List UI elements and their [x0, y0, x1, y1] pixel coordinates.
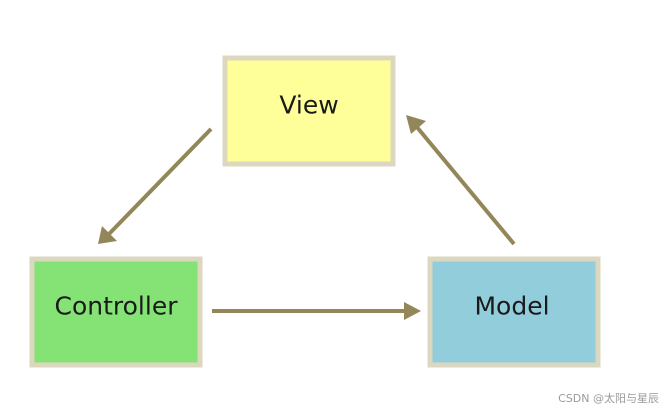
controller-node: Controller: [29, 256, 203, 368]
view-box: [222, 55, 396, 167]
arrow-model-to-view-head: [406, 115, 426, 134]
arrow-view-to-controller: [98, 127, 213, 244]
view-node: View: [222, 55, 396, 167]
arrow-model-to-view-shaft: [414, 124, 516, 246]
controller-box: [29, 256, 203, 368]
model-box: [427, 256, 601, 368]
arrow-model-to-view: [406, 115, 516, 246]
model-label: Model: [474, 292, 549, 321]
arrow-controller-to-model: [212, 302, 421, 320]
view-label: View: [279, 91, 338, 120]
controller-label: Controller: [55, 292, 179, 321]
arrow-controller-to-model-head: [404, 302, 421, 320]
arrow-view-to-controller-shaft: [107, 127, 213, 236]
watermark-text: CSDN @太阳与星辰: [558, 392, 659, 405]
model-node: Model: [427, 256, 601, 368]
arrow-view-to-controller-head: [98, 226, 117, 244]
